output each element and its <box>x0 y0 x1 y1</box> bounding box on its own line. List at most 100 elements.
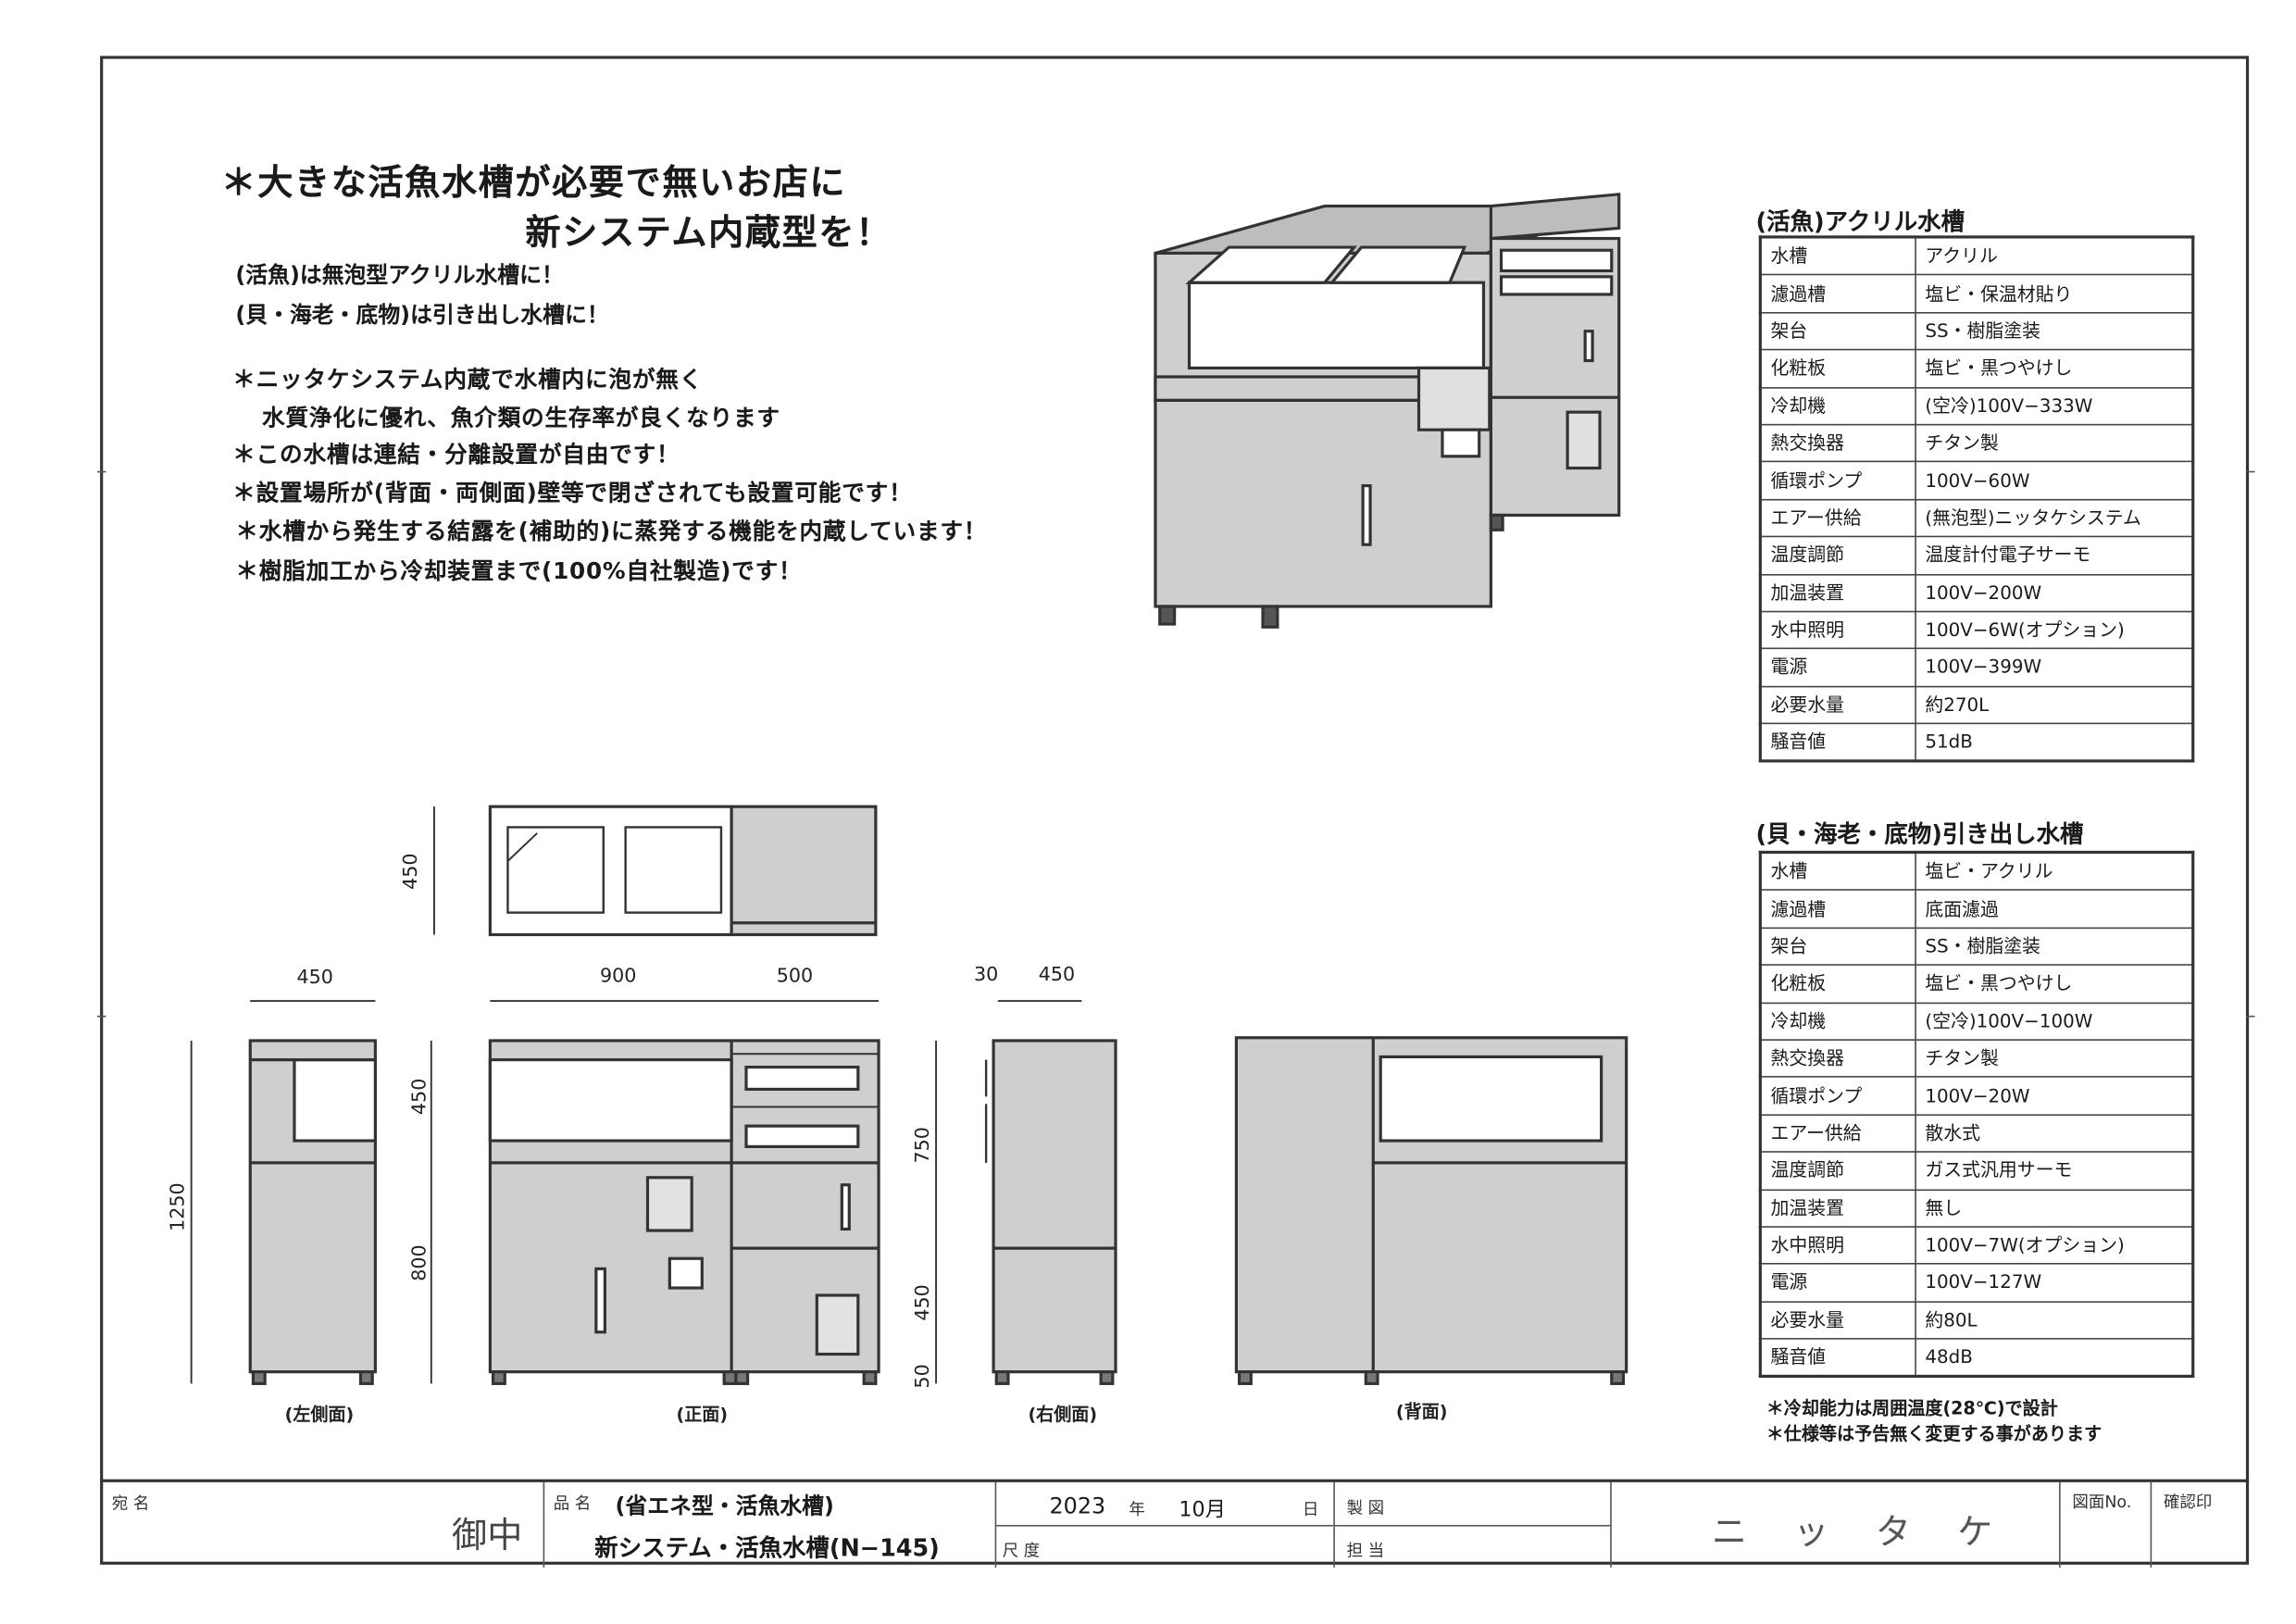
spec-value: 塩ビ・保温材貼り <box>1915 274 2194 314</box>
product-name-line-2: 新システム・活魚水槽(N−145) <box>594 1533 940 1562</box>
acrylic-tank-table-title: (活魚)アクリル水槽 <box>1755 207 1965 236</box>
spec-item: 温度調節 <box>1759 535 1916 575</box>
feature-bullet: ＊水槽から発生する結露を(補助的)に蒸発する機能を内蔵しています！ <box>235 518 988 545</box>
spec-item: 加温装置 <box>1759 573 1916 613</box>
person-in-charge-label: 担 当 <box>1346 1541 1385 1561</box>
spec-value: 塩ビ・黒つやけし <box>1915 964 2194 1004</box>
spec-item: 化粧板 <box>1759 349 1916 389</box>
front-view <box>488 1039 880 1385</box>
spec-item: 電源 <box>1759 647 1916 687</box>
spec-value: 塩ビ・黒つやけし <box>1915 349 2194 389</box>
drawer-tank-table-title: (貝・海老・底物)引き出し水槽 <box>1755 819 2084 848</box>
spec-item: 水中照明 <box>1759 1226 1916 1266</box>
spec-row: 水槽アクリル <box>1759 236 2194 276</box>
spec-item: 温度調節 <box>1759 1151 1916 1191</box>
label-right-side: (右側面) <box>1028 1404 1097 1425</box>
spec-item: 騒音値 <box>1759 722 1916 763</box>
spec-value: 100V−127W <box>1915 1263 2194 1303</box>
dim-right-lower: 450 <box>911 1284 933 1320</box>
spec-item: 濾過槽 <box>1759 274 1916 314</box>
spec-item: 熱交換器 <box>1759 1039 1916 1079</box>
spec-value: 51dB <box>1915 722 2194 763</box>
spec-item: 循環ポンプ <box>1759 1076 1916 1116</box>
spec-value: (空冷)100V−100W <box>1915 1001 2194 1041</box>
label-front: (正面) <box>677 1405 729 1425</box>
back-view <box>1234 1036 1628 1385</box>
drawing-number-label: 図面No. <box>2072 1492 2132 1512</box>
spec-row: 熱交換器チタン製 <box>1759 423 2194 463</box>
spec-row: 化粧板塩ビ・黒つやけし <box>1759 964 2194 1004</box>
dim-leg: 50 <box>911 1364 933 1388</box>
spec-value: SS・樹脂塗装 <box>1915 927 2194 967</box>
spec-row: エアー供給散水式 <box>1759 1113 2194 1153</box>
dim-front-left-width: 900 <box>600 964 636 986</box>
spec-item: 架台 <box>1759 927 1916 967</box>
spec-row: 必要水量約270L <box>1759 685 2194 725</box>
spec-item: 化粧板 <box>1759 964 1916 1004</box>
spec-item: 冷却機 <box>1759 1001 1916 1041</box>
feature-bullet: ＊設置場所が(背面・両側面)壁等で閉ざされても設置可能です！ <box>232 480 913 506</box>
spec-row: 熱交換器チタン製 <box>1759 1039 2194 1079</box>
addressee-suffix: 御中 <box>452 1514 523 1556</box>
spec-item: エアー供給 <box>1759 1113 1916 1153</box>
feature-bullet: ＊樹脂加工から冷却装置まで(100%自社製造)です！ <box>235 557 803 585</box>
spec-value: アクリル <box>1915 236 2194 276</box>
spec-value: 約80L <box>1915 1300 2194 1340</box>
note-cooling: ＊冷却能力は周囲温度(28℃)で設計 <box>1766 1398 2058 1419</box>
feature-bullet: 水質浄化に優れ、魚介類の生存率が良くなります <box>261 405 780 431</box>
spec-row: 濾過槽塩ビ・保温材貼り <box>1759 274 2194 314</box>
spec-value: ガス式汎用サーモ <box>1915 1151 2194 1191</box>
product-name-line-1: (省エネ型・活魚水槽) <box>615 1492 834 1519</box>
subline-shellfish: (貝・海老・底物)は引き出し水槽に！ <box>235 301 609 329</box>
spec-value: チタン製 <box>1915 1039 2194 1079</box>
spec-value: チタン製 <box>1915 423 2194 463</box>
date-month: 10月 <box>1179 1498 1226 1522</box>
date-year: 2023 <box>1049 1492 1106 1519</box>
dim-right-offset: 30 <box>974 963 998 985</box>
label-left-side: (左側面) <box>285 1404 355 1425</box>
spec-item: 必要水量 <box>1759 1300 1916 1340</box>
label-back: (背面) <box>1396 1401 1448 1422</box>
spec-row: 濾過槽底面濾過 <box>1759 889 2194 929</box>
spec-value: 100V−7W(オプション) <box>1915 1226 2194 1266</box>
spec-item: 架台 <box>1759 311 1916 351</box>
spec-value: 底面濾過 <box>1915 889 2194 929</box>
right-side-view <box>984 1039 1117 1385</box>
dim-top-depth: 450 <box>399 853 421 889</box>
company-name: ニ ッ タ ケ <box>1711 1511 2011 1554</box>
spec-value: 100V−6W(オプション) <box>1915 610 2194 650</box>
spec-value: 塩ビ・アクリル <box>1915 851 2194 892</box>
dim-front-right-width: 500 <box>777 964 813 986</box>
dim-right-width: 450 <box>1039 963 1075 985</box>
spec-value: 100V−20W <box>1915 1076 2194 1116</box>
spec-value: 温度計付電子サーモ <box>1915 535 2194 575</box>
scale-label: 尺 度 <box>1002 1541 1041 1561</box>
spec-item: 水中照明 <box>1759 610 1916 650</box>
dim-total-height: 1250 <box>167 1182 189 1231</box>
spec-row: 温度調節温度計付電子サーモ <box>1759 535 2194 575</box>
spec-item: エアー供給 <box>1759 498 1916 538</box>
left-side-view <box>248 1039 377 1385</box>
spec-row: 必要水量約80L <box>1759 1300 2194 1340</box>
sheet-border <box>100 56 2250 1565</box>
spec-item: 電源 <box>1759 1263 1916 1303</box>
spec-row: 水槽塩ビ・アクリル <box>1759 851 2194 892</box>
spec-value: SS・樹脂塗装 <box>1915 311 2194 351</box>
feature-bullet: ＊ニッタケシステム内蔵で水槽内に泡が無く <box>232 366 704 394</box>
spec-value: 無し <box>1915 1188 2194 1228</box>
spec-row: 冷却機(空冷)100V−333W <box>1759 386 2194 426</box>
spec-value: 48dB <box>1915 1338 2194 1378</box>
spec-item: 加温装置 <box>1759 1188 1916 1228</box>
